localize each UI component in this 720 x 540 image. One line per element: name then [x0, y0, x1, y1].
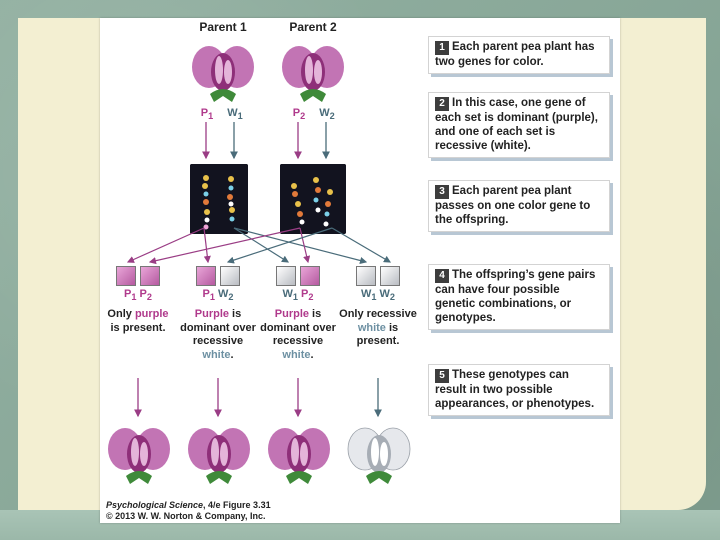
offspring-4-gene-b: [380, 266, 400, 286]
offspring-1-description: Only purple is present.: [107, 308, 169, 334]
offspring-3-gene-b: [300, 266, 320, 286]
offspring-2-gene-a: [196, 266, 216, 286]
parent-1-gene-w: W1: [227, 107, 243, 122]
offspring-1-pair-label: P1 P2: [124, 288, 152, 303]
offspring-2-pair-label: P1 W2: [202, 288, 234, 303]
phenotype-2-flower: [188, 428, 250, 484]
parent-2-title: Parent 2: [289, 20, 337, 34]
offspring-2-description: Purple is dominant over recessive white.: [180, 308, 256, 361]
parent-2-gene-p: P2: [292, 107, 306, 122]
phenotype-4-flower: [347, 427, 411, 484]
offspring-3-gene-a: [276, 266, 296, 286]
parent-2-gene-w: W2: [319, 107, 335, 122]
parent-1-chromosomes: [190, 164, 248, 234]
offspring-1-gene-b: [140, 266, 160, 286]
parent-1-gene-p: P1: [200, 107, 214, 122]
offspring-4-description: Only recessive white is present.: [339, 308, 417, 347]
offspring-1-gene-a: [116, 266, 136, 286]
offspring-2-gene-b: [220, 266, 240, 286]
figure: Parent 1 Parent 2 P1 W1 P2 W2: [100, 18, 620, 523]
phenotype-3-flower: [268, 428, 330, 484]
parent-1-flower: [192, 46, 254, 102]
figure-credit: Psychological Science, 4/e Figure 3.31 ©…: [106, 500, 271, 521]
parent-1-title: Parent 1: [199, 20, 247, 34]
parent-2-chromosomes: [280, 164, 346, 234]
inheritance-arrows: [126, 122, 392, 418]
phenotype-1-flower: [108, 428, 170, 484]
offspring-4-pair-label: W1 W2: [360, 288, 396, 303]
offspring-3-description: Purple is dominant over recessive white.: [260, 308, 336, 361]
offspring-4-gene-a: [356, 266, 376, 286]
offspring-3-pair-label: W1 P2: [282, 288, 314, 303]
parent-2-flower: [282, 46, 344, 102]
